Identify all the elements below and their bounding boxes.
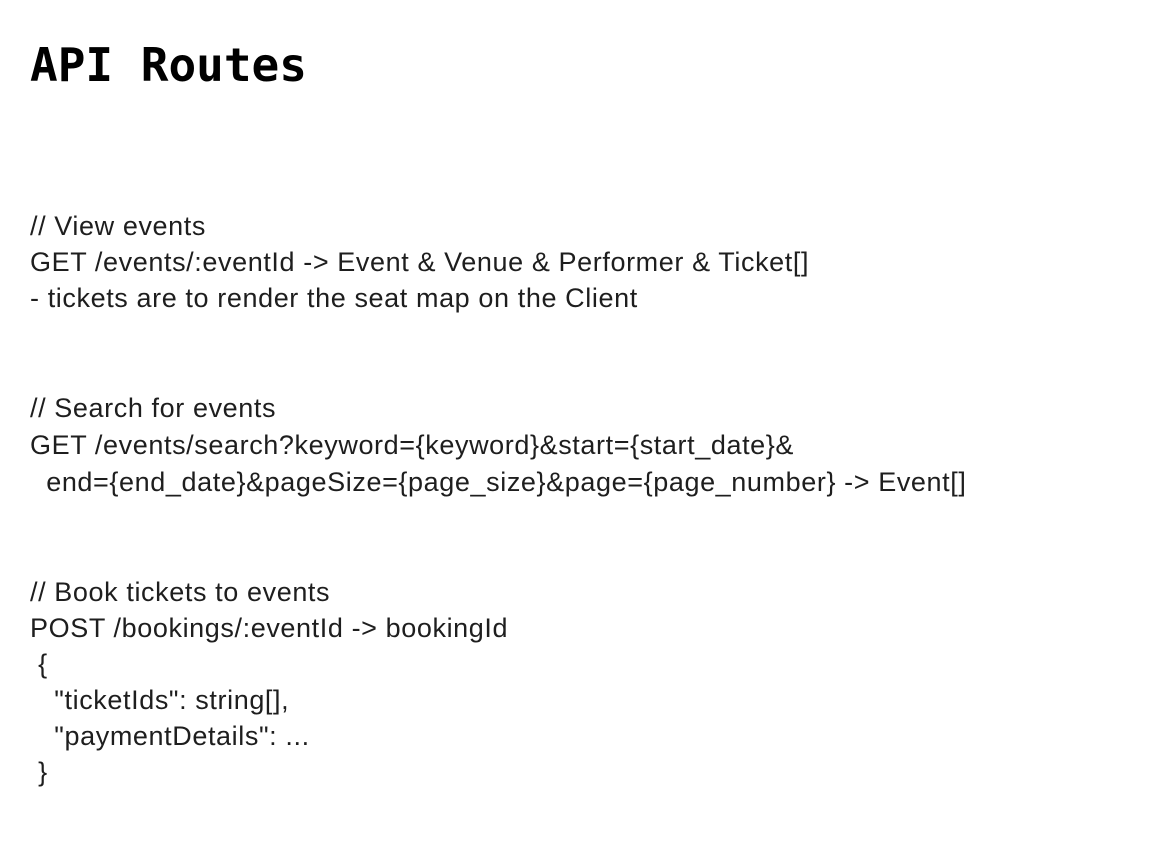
- body-field-ticket-ids: "ticketIds": string[],: [30, 685, 290, 715]
- route-line: GET /events/:eventId -> Event & Venue & …: [30, 247, 810, 277]
- route-line-continued: end={end_date}&pageSize={page_size}&page…: [30, 467, 967, 497]
- route-line: POST /bookings/:eventId -> bookingId: [30, 613, 509, 643]
- comment-line: // View events: [30, 211, 206, 241]
- body-field-payment-details: "paymentDetails": ...: [30, 721, 310, 751]
- page-title: API Routes: [30, 38, 307, 92]
- comment-line: // Book tickets to events: [30, 577, 331, 607]
- note-line: - tickets are to render the seat map on …: [30, 283, 638, 313]
- body-open-brace: {: [30, 649, 48, 679]
- body-close-brace: }: [30, 757, 48, 787]
- route-line: GET /events/search?keyword={keyword}&sta…: [30, 430, 795, 460]
- comment-line: // Search for events: [30, 393, 277, 423]
